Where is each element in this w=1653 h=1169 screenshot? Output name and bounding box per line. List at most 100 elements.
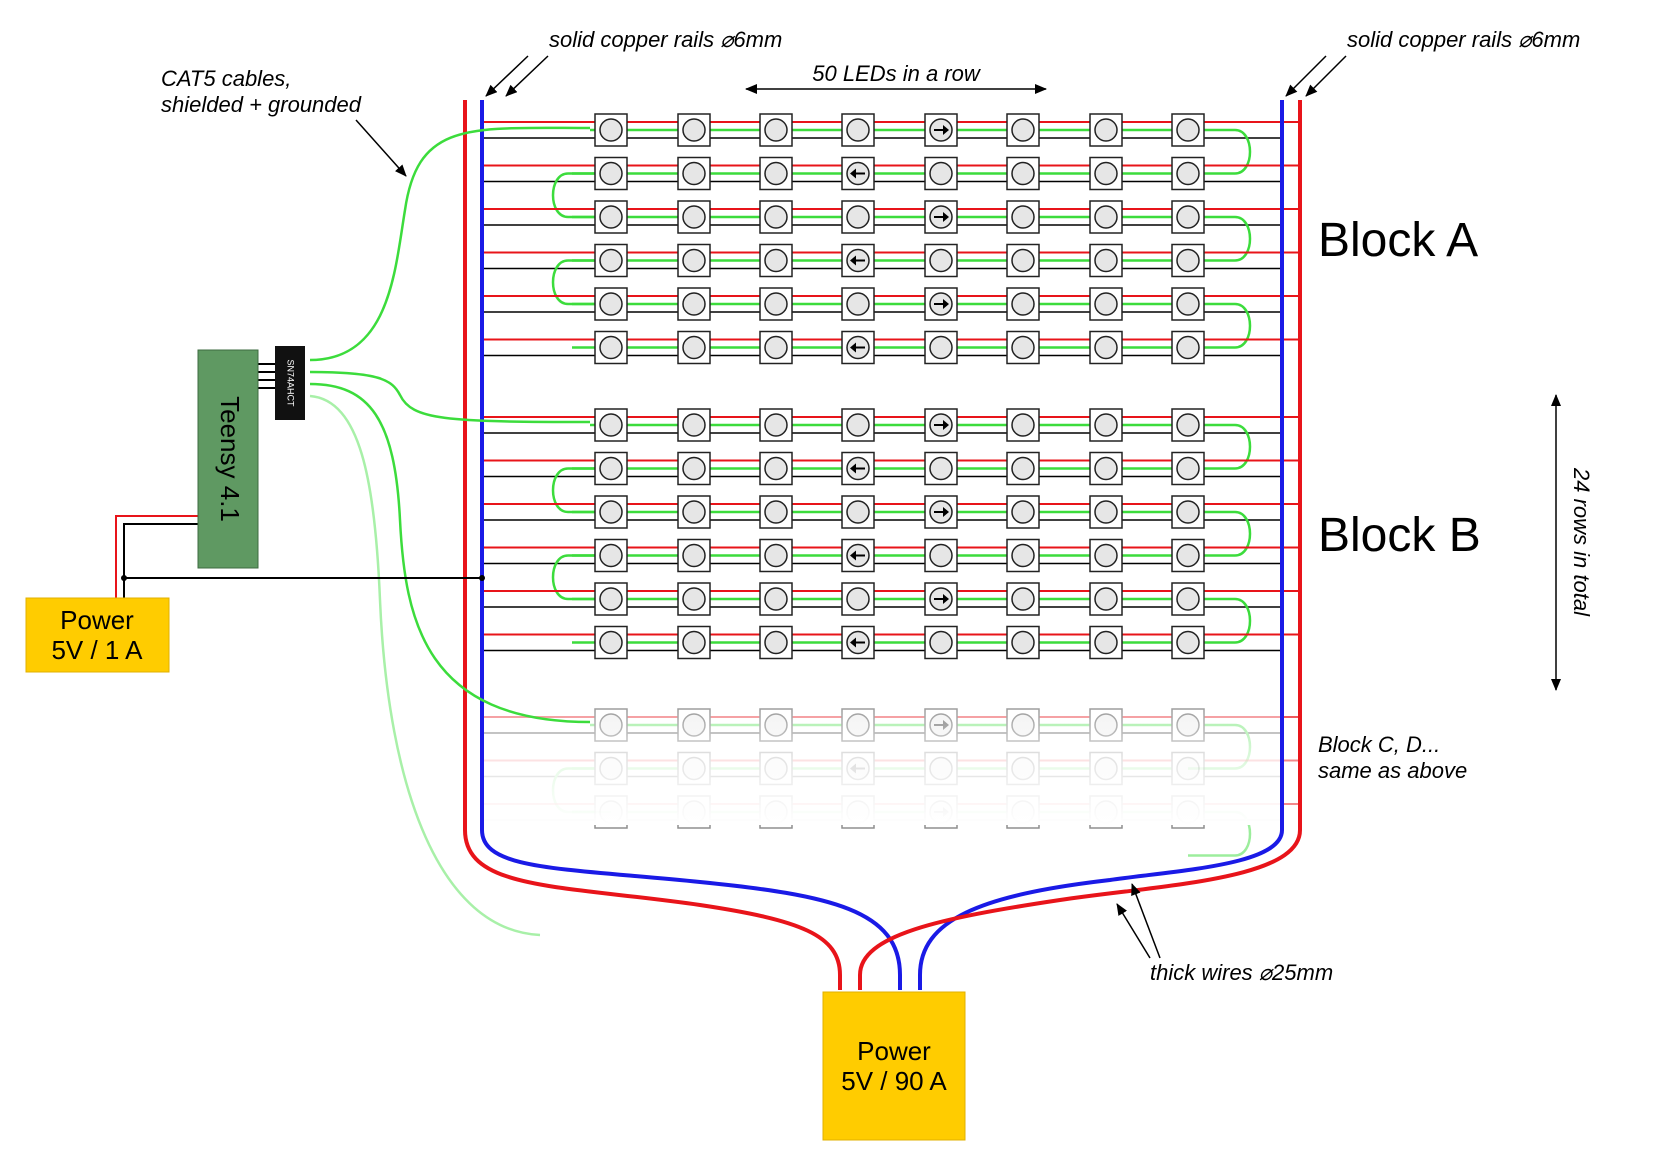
- led: [1006, 156, 1040, 191]
- junction-dot: [121, 575, 127, 581]
- arrow-right-icon: [934, 594, 949, 604]
- led: [841, 625, 875, 660]
- led: [594, 287, 628, 321]
- led: [924, 287, 958, 321]
- right-positive-rail: [858, 100, 1302, 990]
- copper-rails: [463, 100, 1302, 990]
- led: [759, 200, 793, 234]
- led: [677, 243, 711, 278]
- teensy-board: Teensy 4.1: [197, 349, 259, 569]
- data-loop: [551, 467, 611, 514]
- cable-block-d: [309, 394, 541, 937]
- led: [1006, 582, 1040, 616]
- led: [1006, 625, 1040, 660]
- led: [594, 582, 628, 616]
- led: [677, 625, 711, 660]
- right-ground-rail: [918, 100, 1284, 990]
- led: [924, 625, 958, 660]
- led: [841, 330, 875, 365]
- led: [924, 156, 958, 191]
- led: [1006, 408, 1040, 442]
- rails-arrow-right-2: [1305, 55, 1347, 97]
- arrow-left-icon: [850, 168, 865, 179]
- main-power-box: [822, 991, 966, 1141]
- led: [1171, 538, 1205, 573]
- led: [1089, 582, 1123, 616]
- led: [841, 113, 875, 147]
- cable-block-c: [309, 382, 591, 724]
- led: [841, 451, 875, 486]
- fade-overlay: [484, 705, 1284, 825]
- level-shifter-chip: SN74AHCT: [275, 346, 305, 420]
- led: [841, 243, 875, 278]
- led: [677, 113, 711, 147]
- rails-label-right: solid copper rails ⌀6mm: [1347, 27, 1580, 52]
- led: [677, 538, 711, 573]
- arrow-right-icon: [934, 507, 949, 517]
- chip-body: [275, 346, 305, 420]
- led: [677, 330, 711, 365]
- logic-power-supply: Power 5V / 1 A: [25, 597, 170, 673]
- data-loop: [551, 259, 611, 306]
- led: [1171, 582, 1205, 616]
- led: [924, 495, 958, 529]
- data-loop: [1188, 423, 1252, 470]
- led-block-rows: [482, 113, 1300, 660]
- data-loop: [1188, 128, 1252, 175]
- led: [759, 330, 793, 365]
- led: [759, 113, 793, 147]
- block-a-label: Block A: [1318, 214, 1478, 267]
- led: [759, 156, 793, 191]
- arrow-left-icon: [850, 463, 865, 474]
- led: [759, 243, 793, 278]
- led: [924, 451, 958, 486]
- led: [1171, 156, 1205, 191]
- led: [1089, 200, 1123, 234]
- led: [924, 243, 958, 278]
- led: [594, 408, 628, 442]
- teensy-label: Teensy 4.1: [215, 396, 245, 522]
- leds-per-row-label: 50 LEDs in a row: [812, 61, 982, 86]
- rails-arrow-left-2: [505, 55, 549, 97]
- led: [677, 451, 711, 486]
- cables-label-line1: CAT5 cables,: [161, 66, 291, 91]
- arrow-left-icon: [850, 255, 865, 266]
- cable-block-a: [309, 126, 591, 362]
- led: [594, 330, 628, 365]
- led: [1171, 451, 1205, 486]
- main-power-line1: Power: [857, 1036, 931, 1066]
- led: [1171, 408, 1205, 442]
- led-row: [482, 200, 1300, 262]
- led: [1006, 200, 1040, 234]
- led: [1171, 113, 1205, 147]
- main-power-line2: 5V / 90 A: [841, 1066, 947, 1096]
- led: [924, 408, 958, 442]
- more-blocks-line2: same as above: [1318, 758, 1467, 783]
- data-loop: [1188, 302, 1252, 349]
- rails-arrow-right-1: [1285, 55, 1327, 97]
- led: [924, 330, 958, 365]
- arrow-right-icon: [934, 125, 949, 135]
- led: [1171, 243, 1205, 278]
- led: [677, 582, 711, 616]
- small-power-box: [25, 597, 170, 673]
- led: [759, 495, 793, 529]
- led: [841, 495, 875, 529]
- led: [1171, 200, 1205, 234]
- led: [924, 200, 958, 234]
- led: [594, 538, 628, 573]
- main-power-supply: Power 5V / 90 A: [822, 991, 966, 1141]
- data-loop: [551, 554, 611, 601]
- led: [1089, 451, 1123, 486]
- led: [1089, 495, 1123, 529]
- teensy-5v-wire: [115, 515, 198, 600]
- led: [1089, 156, 1123, 191]
- led: [759, 287, 793, 321]
- data-loop: [1188, 215, 1252, 262]
- led: [759, 451, 793, 486]
- led: [841, 538, 875, 573]
- led: [1089, 113, 1123, 147]
- led: [1089, 625, 1123, 660]
- led: [1006, 287, 1040, 321]
- led: [1089, 243, 1123, 278]
